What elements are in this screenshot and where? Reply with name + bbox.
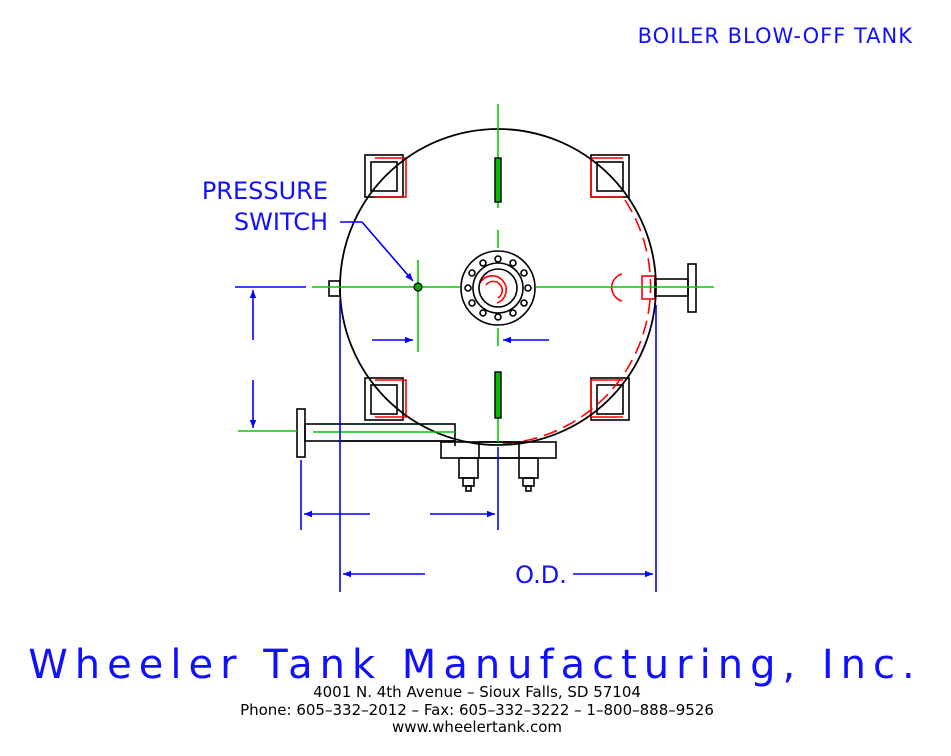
drawing-title: BOILER BLOW-OFF TANK — [638, 24, 914, 48]
manway-flange — [460, 250, 536, 326]
pressure-switch-label-line2: SWITCH — [234, 208, 328, 236]
pressure-switch-label-line1: PRESSURE — [202, 177, 328, 205]
vertical-ports — [494, 157, 502, 419]
company-name: Wheeler Tank Manufacturing, Inc. — [28, 642, 922, 688]
company-address: 4001 N. 4th Avenue – Sioux Falls, SD 571… — [313, 683, 641, 701]
left-nozzle — [328, 280, 341, 297]
hidden-lines — [375, 157, 656, 445]
od-label: O.D. — [515, 561, 567, 589]
company-contact: Phone: 605–332–2012 – Fax: 605–332–3222 … — [240, 701, 714, 719]
right-outlet-nozzle — [654, 263, 697, 313]
dimension-lines — [235, 221, 657, 592]
company-website: www.wheelertank.com — [392, 718, 562, 736]
pressure-switch — [413, 282, 423, 292]
centerlines — [238, 104, 714, 442]
